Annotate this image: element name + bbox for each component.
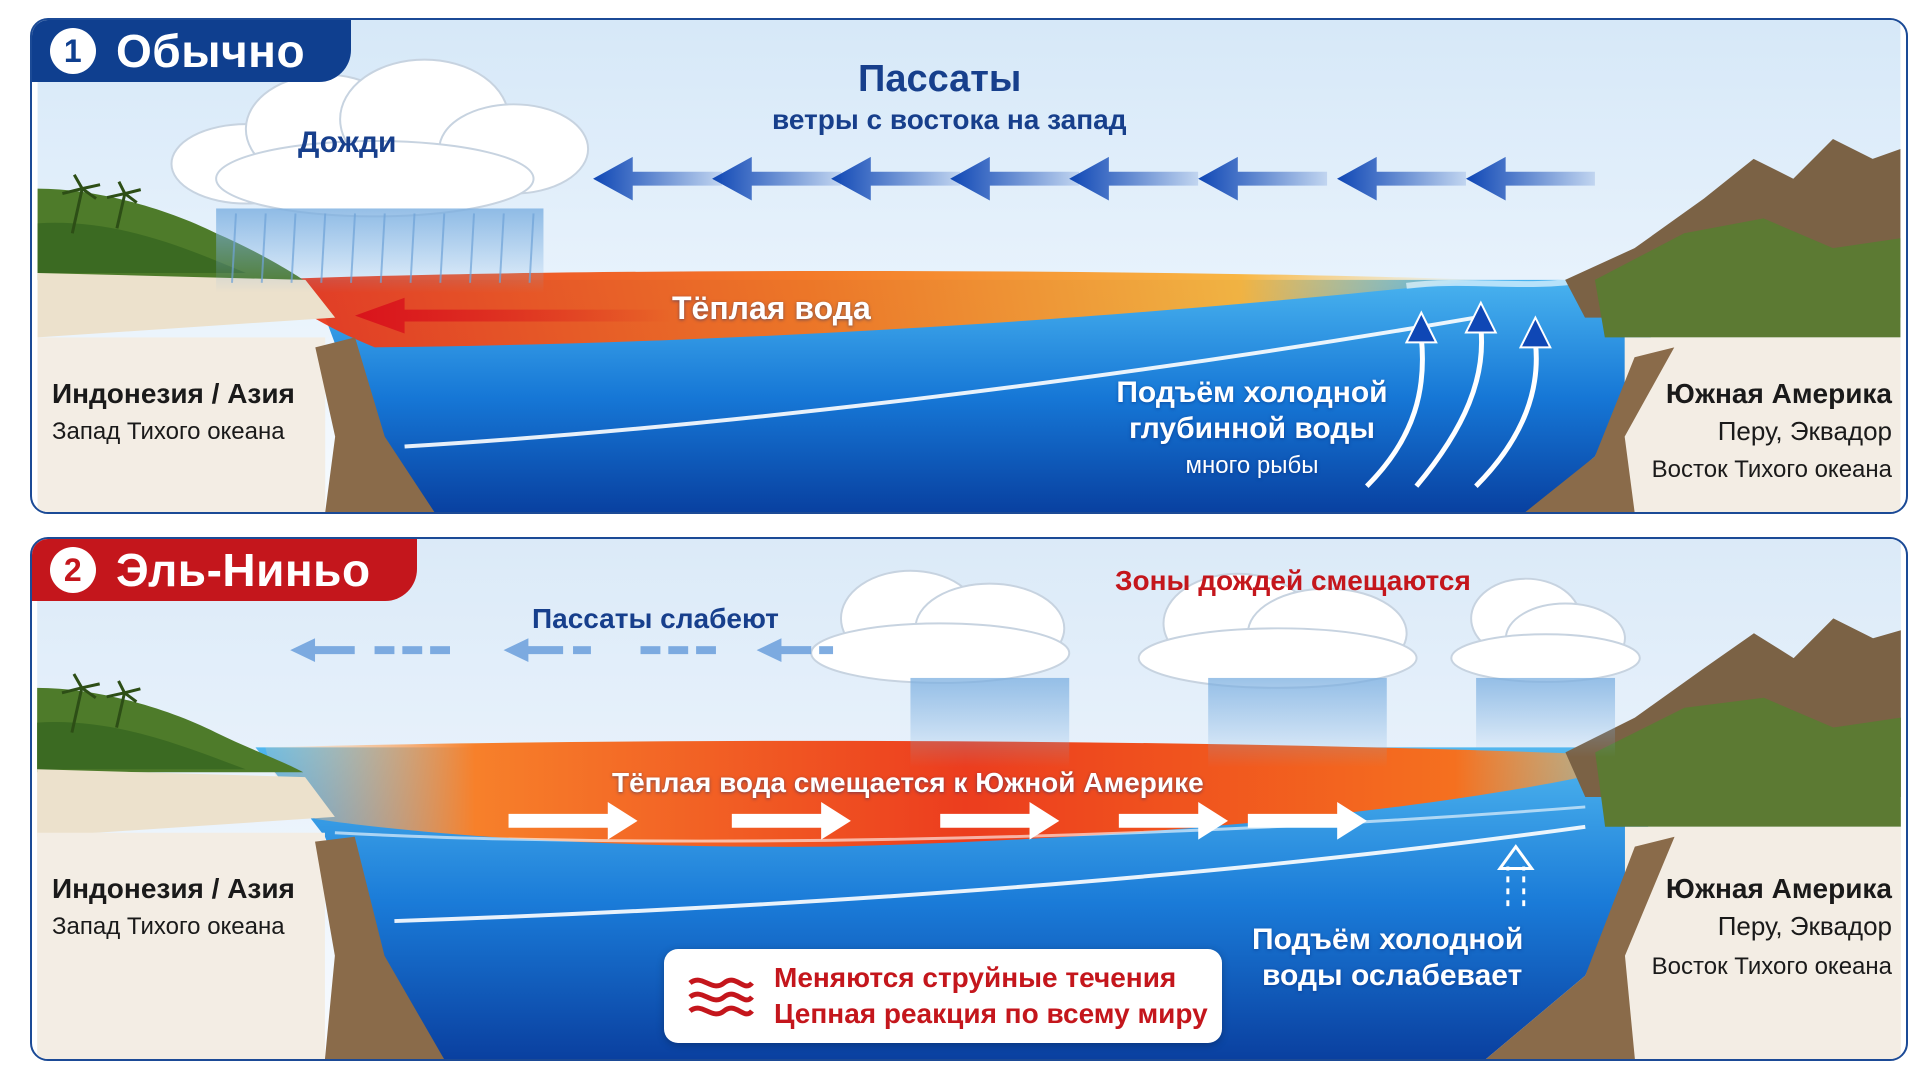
- normal-title: Обычно: [116, 25, 306, 77]
- panel-el-nino: 2 Эль-Ниньо Пассаты слабеют Зоны дождей …: [30, 537, 1908, 1061]
- west-sub-2: Запад Тихого океана: [52, 913, 285, 940]
- rain-cloud: [170, 58, 590, 218]
- thermocline-line: [404, 315, 1477, 449]
- east-cliff-2: [1486, 836, 1675, 1059]
- trade-winds-subtitle: ветры с востока на запад: [772, 104, 1127, 135]
- west-sub: Запад Тихого океана: [52, 418, 285, 445]
- east-sub2: Восток Тихого океана: [1651, 456, 1892, 483]
- normal-scene: [37, 20, 1901, 512]
- upwelling-arrows: [1365, 327, 1539, 488]
- east-sub1: Перу, Эквадор: [1717, 416, 1892, 446]
- el-nino-number: 2: [50, 547, 96, 593]
- callout-line1: Меняются струйные течения: [774, 962, 1177, 993]
- warm-water-label: Тёплая вода: [672, 290, 871, 326]
- upwelling-note: много рыбы: [1185, 452, 1319, 479]
- west-name: Индонезия / Азия: [52, 378, 295, 409]
- east-sub2-2: Восток Тихого океана: [1651, 953, 1892, 980]
- normal-badge: 1 Обычно: [32, 20, 352, 82]
- el-nino-scene: [37, 539, 1901, 1059]
- el-nino-title: Эль-Ниньо: [116, 544, 371, 596]
- normal-number: 1: [50, 28, 96, 74]
- warm-water-layer: [260, 270, 1486, 348]
- trade-winds-title: Пассаты: [858, 58, 1022, 100]
- east-name: Южная Америка: [1665, 378, 1892, 409]
- panel-normal: 1 Обычно Пассаты ветры с востока на запа…: [30, 18, 1908, 514]
- global-effects-callout: Меняются струйные течения Цепная реакция…: [664, 949, 1222, 1043]
- trade-wind-arrows: [593, 156, 1595, 201]
- warm-water-arrow: [354, 297, 673, 334]
- rain-label: Дожди: [298, 126, 397, 159]
- weak-wind-arrows: [290, 638, 834, 663]
- east-name-2: Южная Америка: [1665, 873, 1892, 904]
- waves-icon: [688, 977, 754, 1017]
- upwelling-line1-2: Подъём холодной: [1252, 923, 1524, 956]
- west-cliff-2: [315, 836, 445, 1059]
- east-cliff: [1525, 347, 1675, 512]
- upwelling-line2: глубинной воды: [1128, 412, 1376, 445]
- thermocline-line-2: [394, 824, 1586, 924]
- warm-shift-label: Тёплая вода смещается к Южной Америке: [612, 767, 1204, 798]
- east-sub1-2: Перу, Эквадор: [1717, 911, 1892, 941]
- upwelling-line1: Подъём холодной: [1116, 376, 1388, 409]
- shifted-clouds: [810, 569, 1641, 689]
- upwelling-line2-2: воды ослабевает: [1262, 959, 1523, 992]
- eastward-arrows: [508, 801, 1367, 840]
- weak-winds-label: Пассаты слабеют: [532, 603, 779, 634]
- rain-shift-label: Зоны дождей смещаются: [1115, 565, 1471, 596]
- el-nino-badge: 2 Эль-Ниньо: [32, 539, 417, 601]
- west-cliff: [315, 337, 435, 512]
- west-name-2: Индонезия / Азия: [52, 873, 295, 904]
- callout-line2: Цепная реакция по всему миру: [774, 998, 1208, 1029]
